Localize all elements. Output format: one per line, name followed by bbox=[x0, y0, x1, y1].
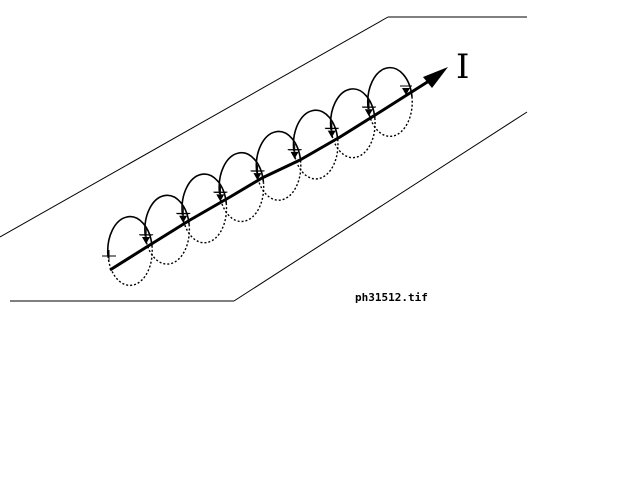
loop-front-arc bbox=[218, 152, 265, 193]
loop-front-arc bbox=[255, 130, 302, 171]
loop-front-arc bbox=[292, 109, 339, 150]
current-arrow-head bbox=[423, 67, 448, 88]
loop-front-arc bbox=[106, 215, 153, 257]
loop-front-arc bbox=[181, 173, 228, 214]
plane-left-edge bbox=[0, 16, 389, 238]
helical-loops bbox=[102, 66, 413, 287]
loop-cross-mark bbox=[176, 207, 191, 220]
plane-right-edge bbox=[233, 111, 528, 302]
loop-front-arc bbox=[144, 194, 190, 235]
loop-cross-mark bbox=[139, 228, 154, 241]
current-arrow-shaft bbox=[109, 72, 441, 272]
filename-caption: ph31512.tif bbox=[355, 291, 428, 304]
loop-cross-mark bbox=[362, 101, 376, 113]
loop-cross-mark bbox=[287, 143, 302, 156]
loop-direction-marker bbox=[402, 88, 410, 95]
current-arrow bbox=[109, 67, 448, 272]
sheet-plane-outline bbox=[0, 16, 528, 302]
loop-cross-mark bbox=[324, 122, 339, 135]
loop-cross-mark bbox=[213, 186, 228, 199]
loop-cross-mark bbox=[102, 250, 116, 262]
loop-front-arc bbox=[329, 88, 376, 129]
loop-cross-mark bbox=[250, 164, 265, 177]
loop-front-arc bbox=[366, 66, 413, 108]
current-label: I bbox=[456, 47, 469, 87]
